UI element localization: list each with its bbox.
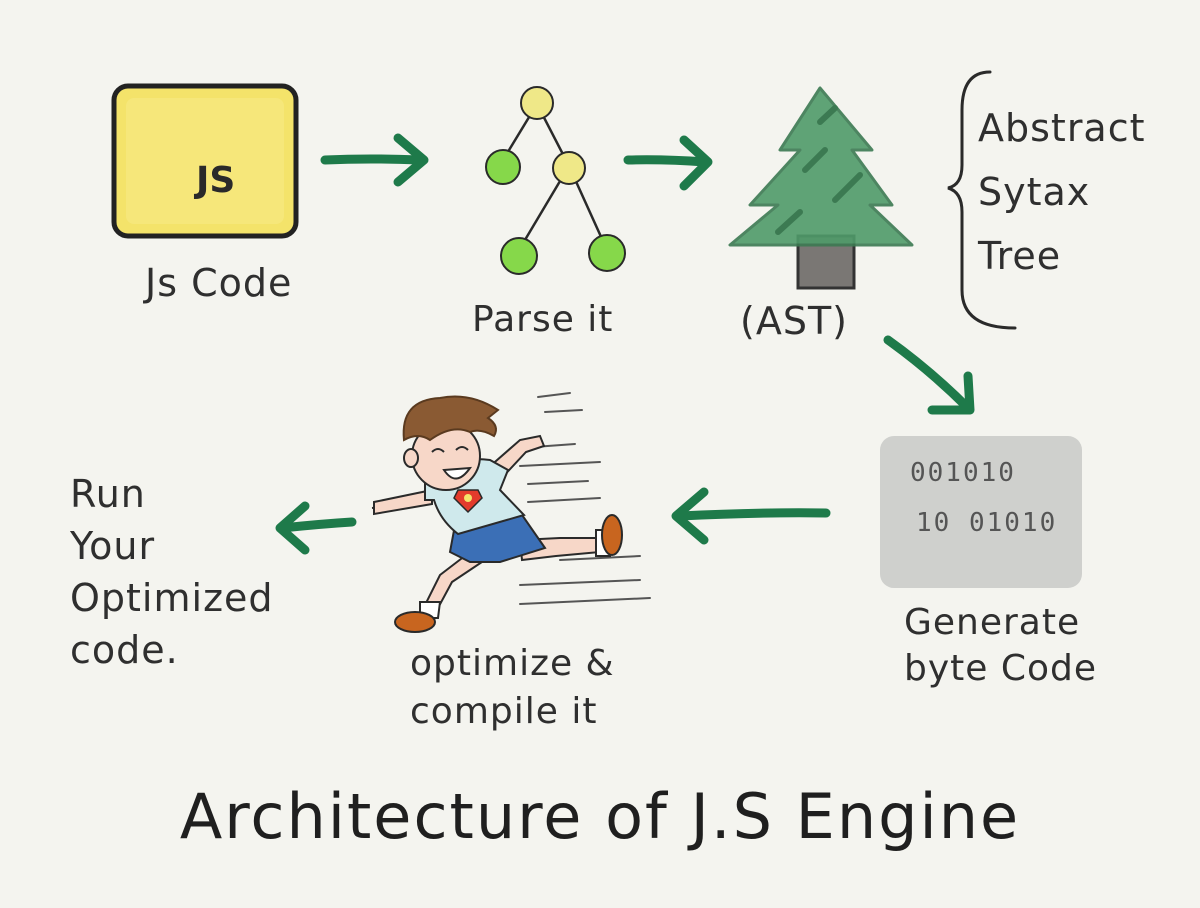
- js-code-label: Js Code: [145, 261, 293, 305]
- ast-full-name-line: Abstract: [978, 106, 1146, 150]
- arrow-left-icon: [671, 487, 831, 545]
- optimize-label-line: optimize &: [410, 643, 615, 684]
- run-label-line: code.: [70, 628, 179, 672]
- run-label: Run Your Optimized code.: [70, 468, 274, 676]
- bytecode-box: [880, 436, 1082, 588]
- running-boy-illustration: [371, 392, 651, 633]
- parse-label: Parse it: [472, 299, 614, 340]
- ast-full-name-line: Tree: [978, 234, 1062, 278]
- arrow-right-icon: [320, 133, 429, 187]
- run-label-line: Run: [70, 472, 146, 516]
- ast-label: (AST): [740, 299, 848, 343]
- arrow-right-icon: [623, 135, 713, 191]
- bytecode-bits-line: 10 01010: [916, 508, 1058, 538]
- ast-full-name-line: Sytax: [978, 170, 1091, 214]
- js-icon-text: JS: [196, 160, 236, 201]
- bytecode-label-line: Generate: [904, 602, 1081, 643]
- bytecode-label-line: byte Code: [904, 648, 1098, 689]
- run-label-line: Your: [70, 524, 156, 568]
- arrow-down-right-icon: [883, 335, 975, 415]
- js-code-icon: [111, 83, 299, 239]
- optimize-label-line: compile it: [410, 691, 598, 732]
- brace-icon: [947, 70, 1017, 330]
- arrow-left-icon: [275, 501, 357, 555]
- optimize-label: optimize & compile it: [410, 640, 615, 736]
- ast-tree-icon: [728, 86, 914, 290]
- ast-full-name: Abstract Sytax Tree: [978, 96, 1146, 288]
- bytecode-bits-line: 001010: [910, 458, 1016, 488]
- parse-tree-icon: [485, 86, 626, 275]
- diagram-title: Architecture of J.S Engine: [179, 780, 1021, 853]
- run-label-line: Optimized: [70, 576, 274, 620]
- bytecode-label: Generate byte Code: [904, 600, 1097, 692]
